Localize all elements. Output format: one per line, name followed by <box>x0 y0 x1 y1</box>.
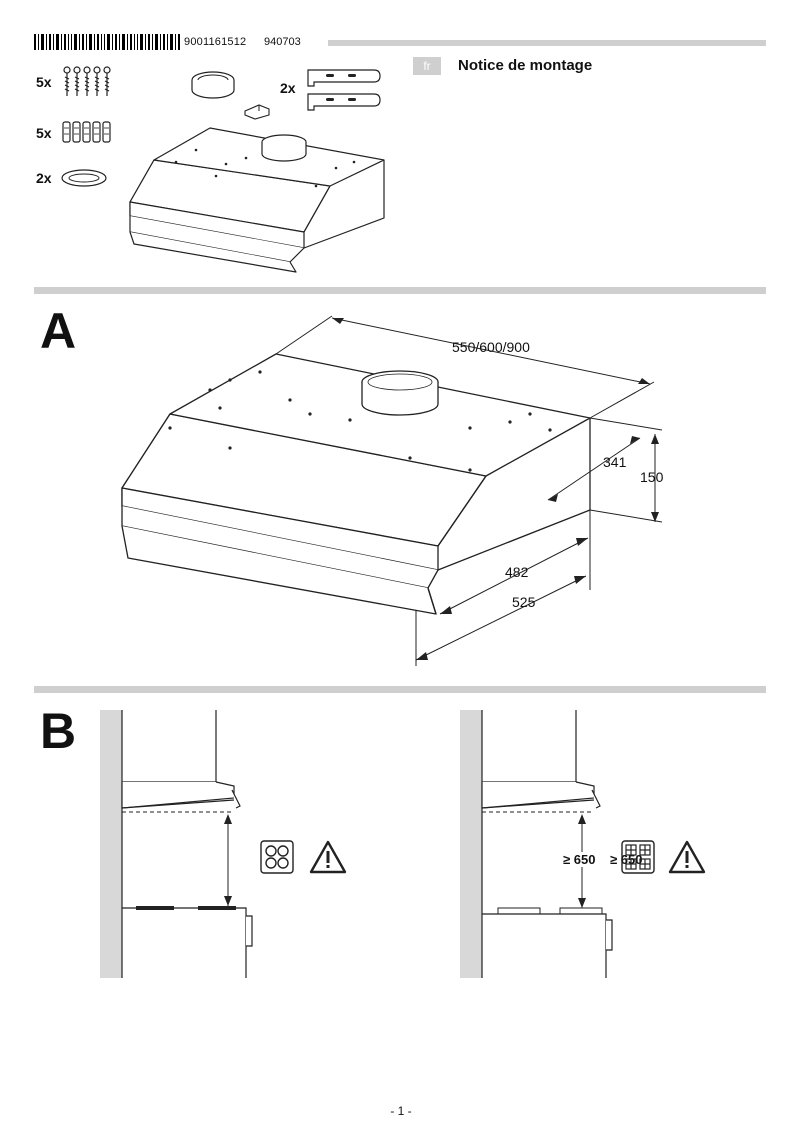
installation-scene-electric <box>100 710 253 978</box>
dowels-quantity: 5x <box>36 125 52 141</box>
document-number: 940703 <box>264 36 301 48</box>
duct-adapter-icon <box>191 71 235 99</box>
gas-hob-icon <box>621 840 655 874</box>
section-separator-b <box>34 686 766 693</box>
language-badge: fr <box>413 57 441 75</box>
sealing-ring-icon <box>61 169 107 187</box>
screws-icon <box>63 66 111 96</box>
dimension-depth-mid: 482 <box>505 564 529 580</box>
dimension-width: 550/600/900 <box>452 339 530 355</box>
page-number: - 1 - <box>390 1104 412 1118</box>
rings-quantity: 2x <box>36 170 52 186</box>
document-title: Notice de montage <box>458 57 593 74</box>
dimension-depth-top: 341 <box>603 454 627 470</box>
electric-hob-icon <box>260 840 294 874</box>
mounting-brackets-icon <box>307 69 381 111</box>
header-rule <box>328 40 766 46</box>
section-a-letter: A <box>40 303 77 359</box>
brackets-quantity: 2x <box>280 80 296 96</box>
warning-triangle-icon <box>309 840 347 874</box>
barcode-number: 9001161512 <box>184 36 247 48</box>
dimension-height: 150 <box>640 469 664 485</box>
hood-dimension-drawing <box>121 315 663 666</box>
section-b-letter: B <box>40 703 77 759</box>
angle-bracket-icon <box>244 104 270 120</box>
installation-scene-gas <box>460 710 613 978</box>
dimension-depth-bottom: 525 <box>512 594 536 610</box>
min-height-label-gas: ≥ 650 <box>563 852 596 867</box>
small-hood-illustration <box>129 127 385 273</box>
warning-triangle-icon <box>668 840 706 874</box>
screws-quantity: 5x <box>36 74 52 90</box>
barcode-graphic <box>34 34 180 50</box>
section-separator-a <box>34 287 766 294</box>
dowels-icon <box>62 121 111 143</box>
